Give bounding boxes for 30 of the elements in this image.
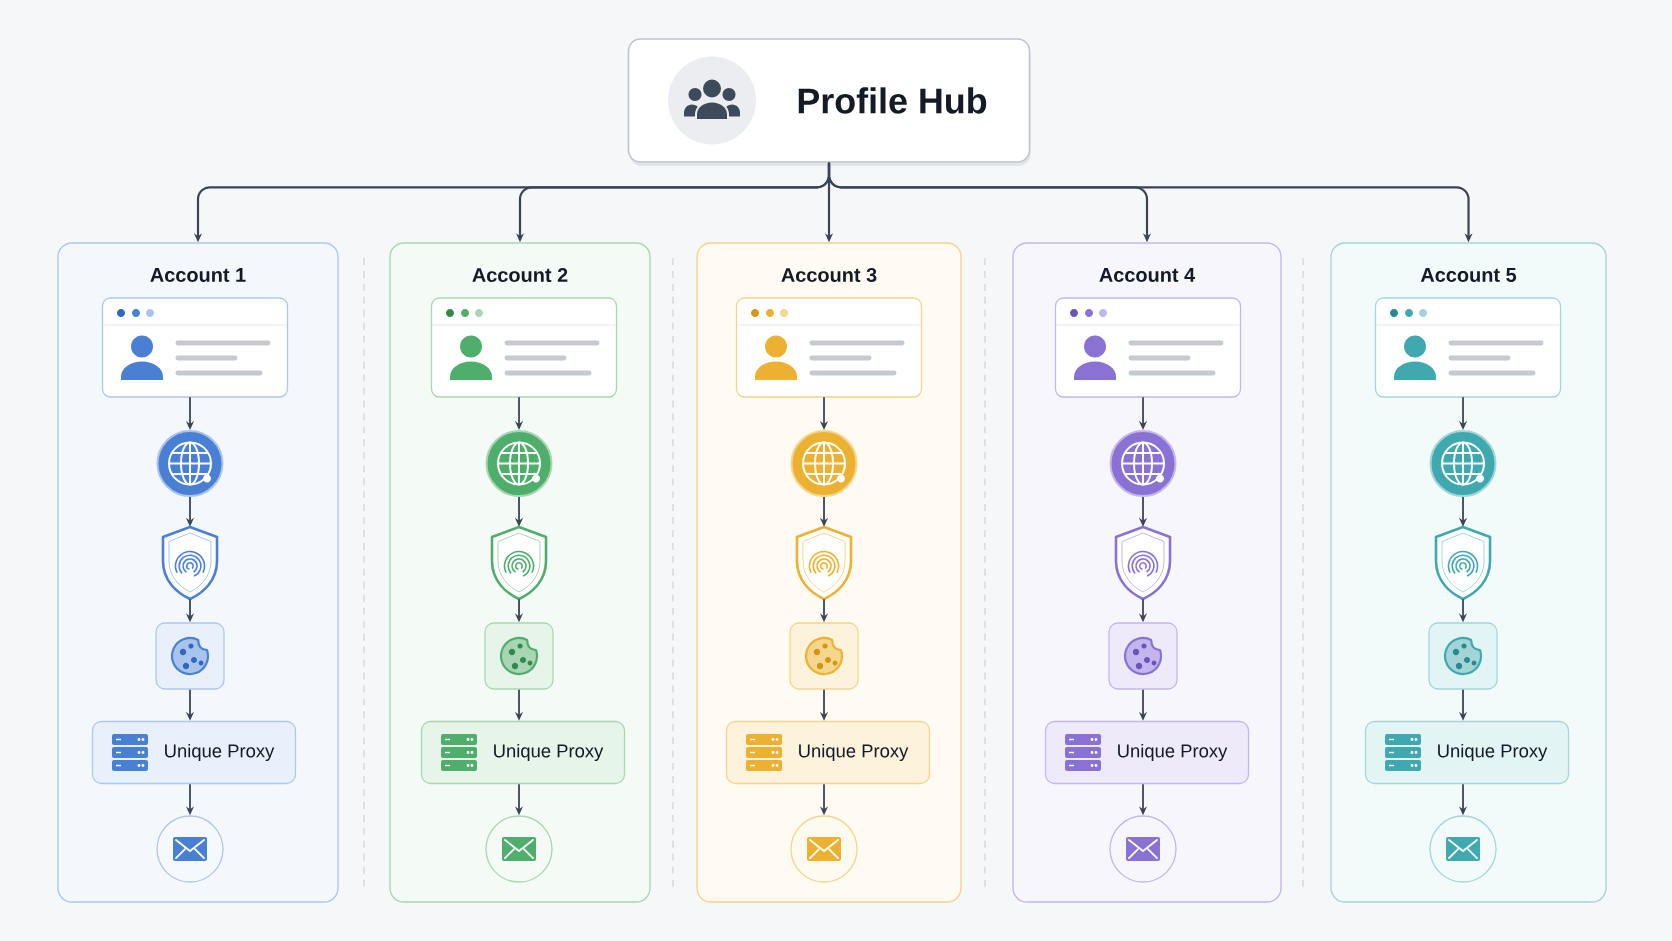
- profile-card: [1374, 297, 1562, 398]
- shield-icon: [1434, 525, 1492, 601]
- envelope-icon: [156, 815, 224, 883]
- globe-icon: [1109, 430, 1177, 497]
- globe-icon: [790, 430, 858, 497]
- envelope-icon: [1429, 815, 1497, 883]
- shield-icon: [1114, 525, 1172, 601]
- cookie-icon: [789, 622, 859, 690]
- globe-icon: [1429, 430, 1497, 497]
- shield-icon: [795, 525, 853, 601]
- shield-icon: [161, 525, 219, 601]
- profile-card: [735, 297, 923, 398]
- profile-card: [101, 297, 289, 398]
- proxy-box: Unique Proxy: [725, 720, 931, 785]
- cookie-icon: [155, 622, 225, 690]
- cookie-icon: [1108, 622, 1178, 690]
- cookie-icon: [484, 622, 554, 690]
- proxy-box: Unique Proxy: [420, 720, 626, 785]
- proxy-box: Unique Proxy: [1044, 720, 1250, 785]
- envelope-icon: [485, 815, 553, 883]
- shield-icon: [490, 525, 548, 601]
- proxy-box: Unique Proxy: [91, 720, 297, 785]
- envelope-icon: [790, 815, 858, 883]
- cookie-icon: [1428, 622, 1498, 690]
- profile-card: [430, 297, 618, 398]
- globe-icon: [485, 430, 553, 497]
- globe-icon: [156, 430, 224, 497]
- profile-card: [1054, 297, 1242, 398]
- envelope-icon: [1109, 815, 1177, 883]
- proxy-box: Unique Proxy: [1364, 720, 1570, 785]
